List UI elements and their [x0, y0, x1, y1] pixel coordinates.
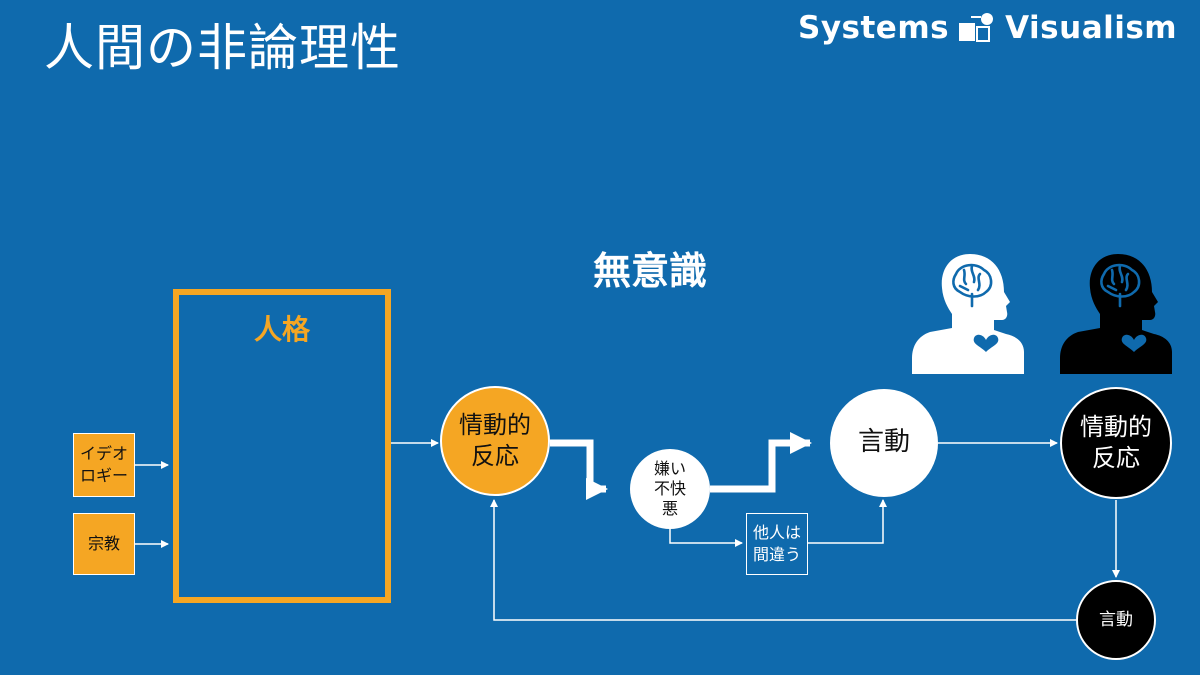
behavior-label: 言動: [857, 427, 910, 458]
others-wrong-line2: 間違う: [752, 545, 801, 564]
unconscious-label: 無意識: [592, 249, 707, 293]
ideology-box: イデオ ロギー: [73, 433, 135, 497]
behavior-node: 言動: [830, 389, 938, 497]
religion-box: 宗教: [73, 513, 135, 575]
brand-right-text: Visualism: [1005, 10, 1178, 46]
others-wrong-line1: 他人は: [752, 523, 801, 543]
arrow-feedback-loop: [490, 499, 1077, 621]
brand-left-text: Systems: [798, 10, 950, 46]
dislike-line3: 悪: [661, 499, 678, 518]
page-title: 人間の非論理性: [44, 19, 401, 77]
other-emotional-line2: 反応: [1092, 444, 1140, 472]
systems-logo-icon: [959, 13, 994, 42]
arrow-others-wrong-to-behavior: [808, 499, 887, 544]
dislike-line1: 嫌い: [653, 459, 686, 478]
emotional-reaction-line2: 反応: [471, 442, 519, 470]
persona-label: 人格: [253, 313, 310, 346]
other-emotional-reaction-node: 情動的 反応: [1060, 387, 1172, 499]
other-person-icon: [1060, 254, 1172, 374]
arrow-dislike-to-others-wrong: [669, 525, 743, 547]
other-emotional-line1: 情動的: [1080, 412, 1152, 441]
emotional-reaction-line1: 情動的: [459, 410, 531, 439]
other-behavior-node: 言動: [1076, 580, 1156, 660]
persona-box: [173, 289, 391, 603]
ideology-line2: ロギー: [79, 466, 128, 485]
dislike-line2: 不快: [653, 479, 686, 498]
other-behavior-label: 言動: [1099, 609, 1133, 630]
dislike-node: 嫌い 不快 悪: [630, 449, 710, 529]
ideology-line1: イデオ: [79, 444, 128, 464]
thick-arrow-reaction-to-dislike: [550, 439, 608, 500]
emotional-reaction-node: 情動的 反応: [440, 386, 550, 496]
religion-label: 宗教: [87, 534, 120, 554]
self-person-icon: [912, 254, 1024, 374]
brand-logo: Systems Visualism: [798, 8, 1177, 48]
others-wrong-box: 他人は 間違う: [746, 513, 808, 575]
thick-arrow-dislike-to-behavior: [710, 432, 812, 493]
